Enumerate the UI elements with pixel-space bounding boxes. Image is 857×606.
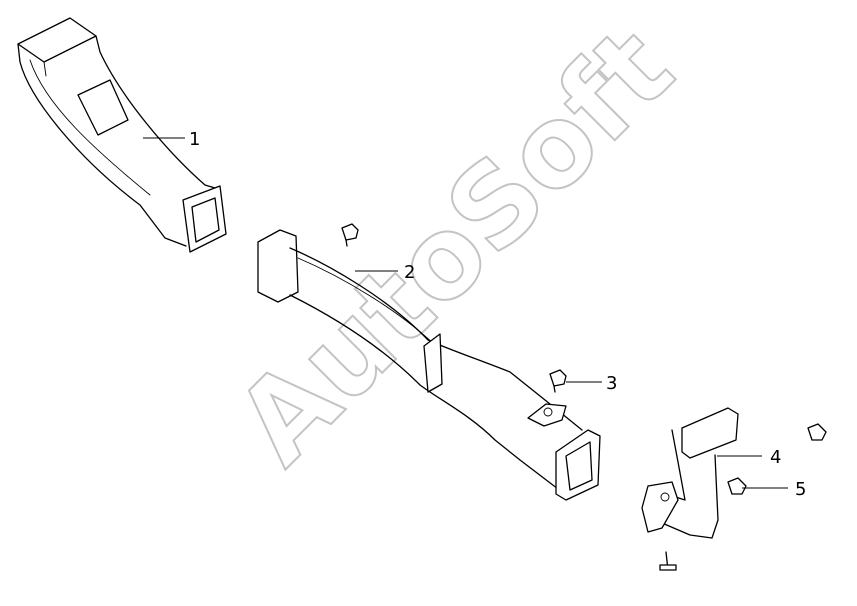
part-5-screw — [659, 423, 827, 571]
callout-2: 2 — [404, 262, 415, 283]
callout-1: 1 — [189, 129, 200, 150]
part-1-duct — [17, 17, 227, 253]
part-3-bolt — [549, 369, 567, 393]
part-4-duct — [641, 407, 739, 539]
callout-4: 4 — [770, 447, 781, 468]
bolt-icon — [341, 223, 359, 247]
part-2-duct — [257, 229, 601, 501]
callout-5: 5 — [795, 479, 806, 500]
callout-3: 3 — [606, 373, 617, 394]
